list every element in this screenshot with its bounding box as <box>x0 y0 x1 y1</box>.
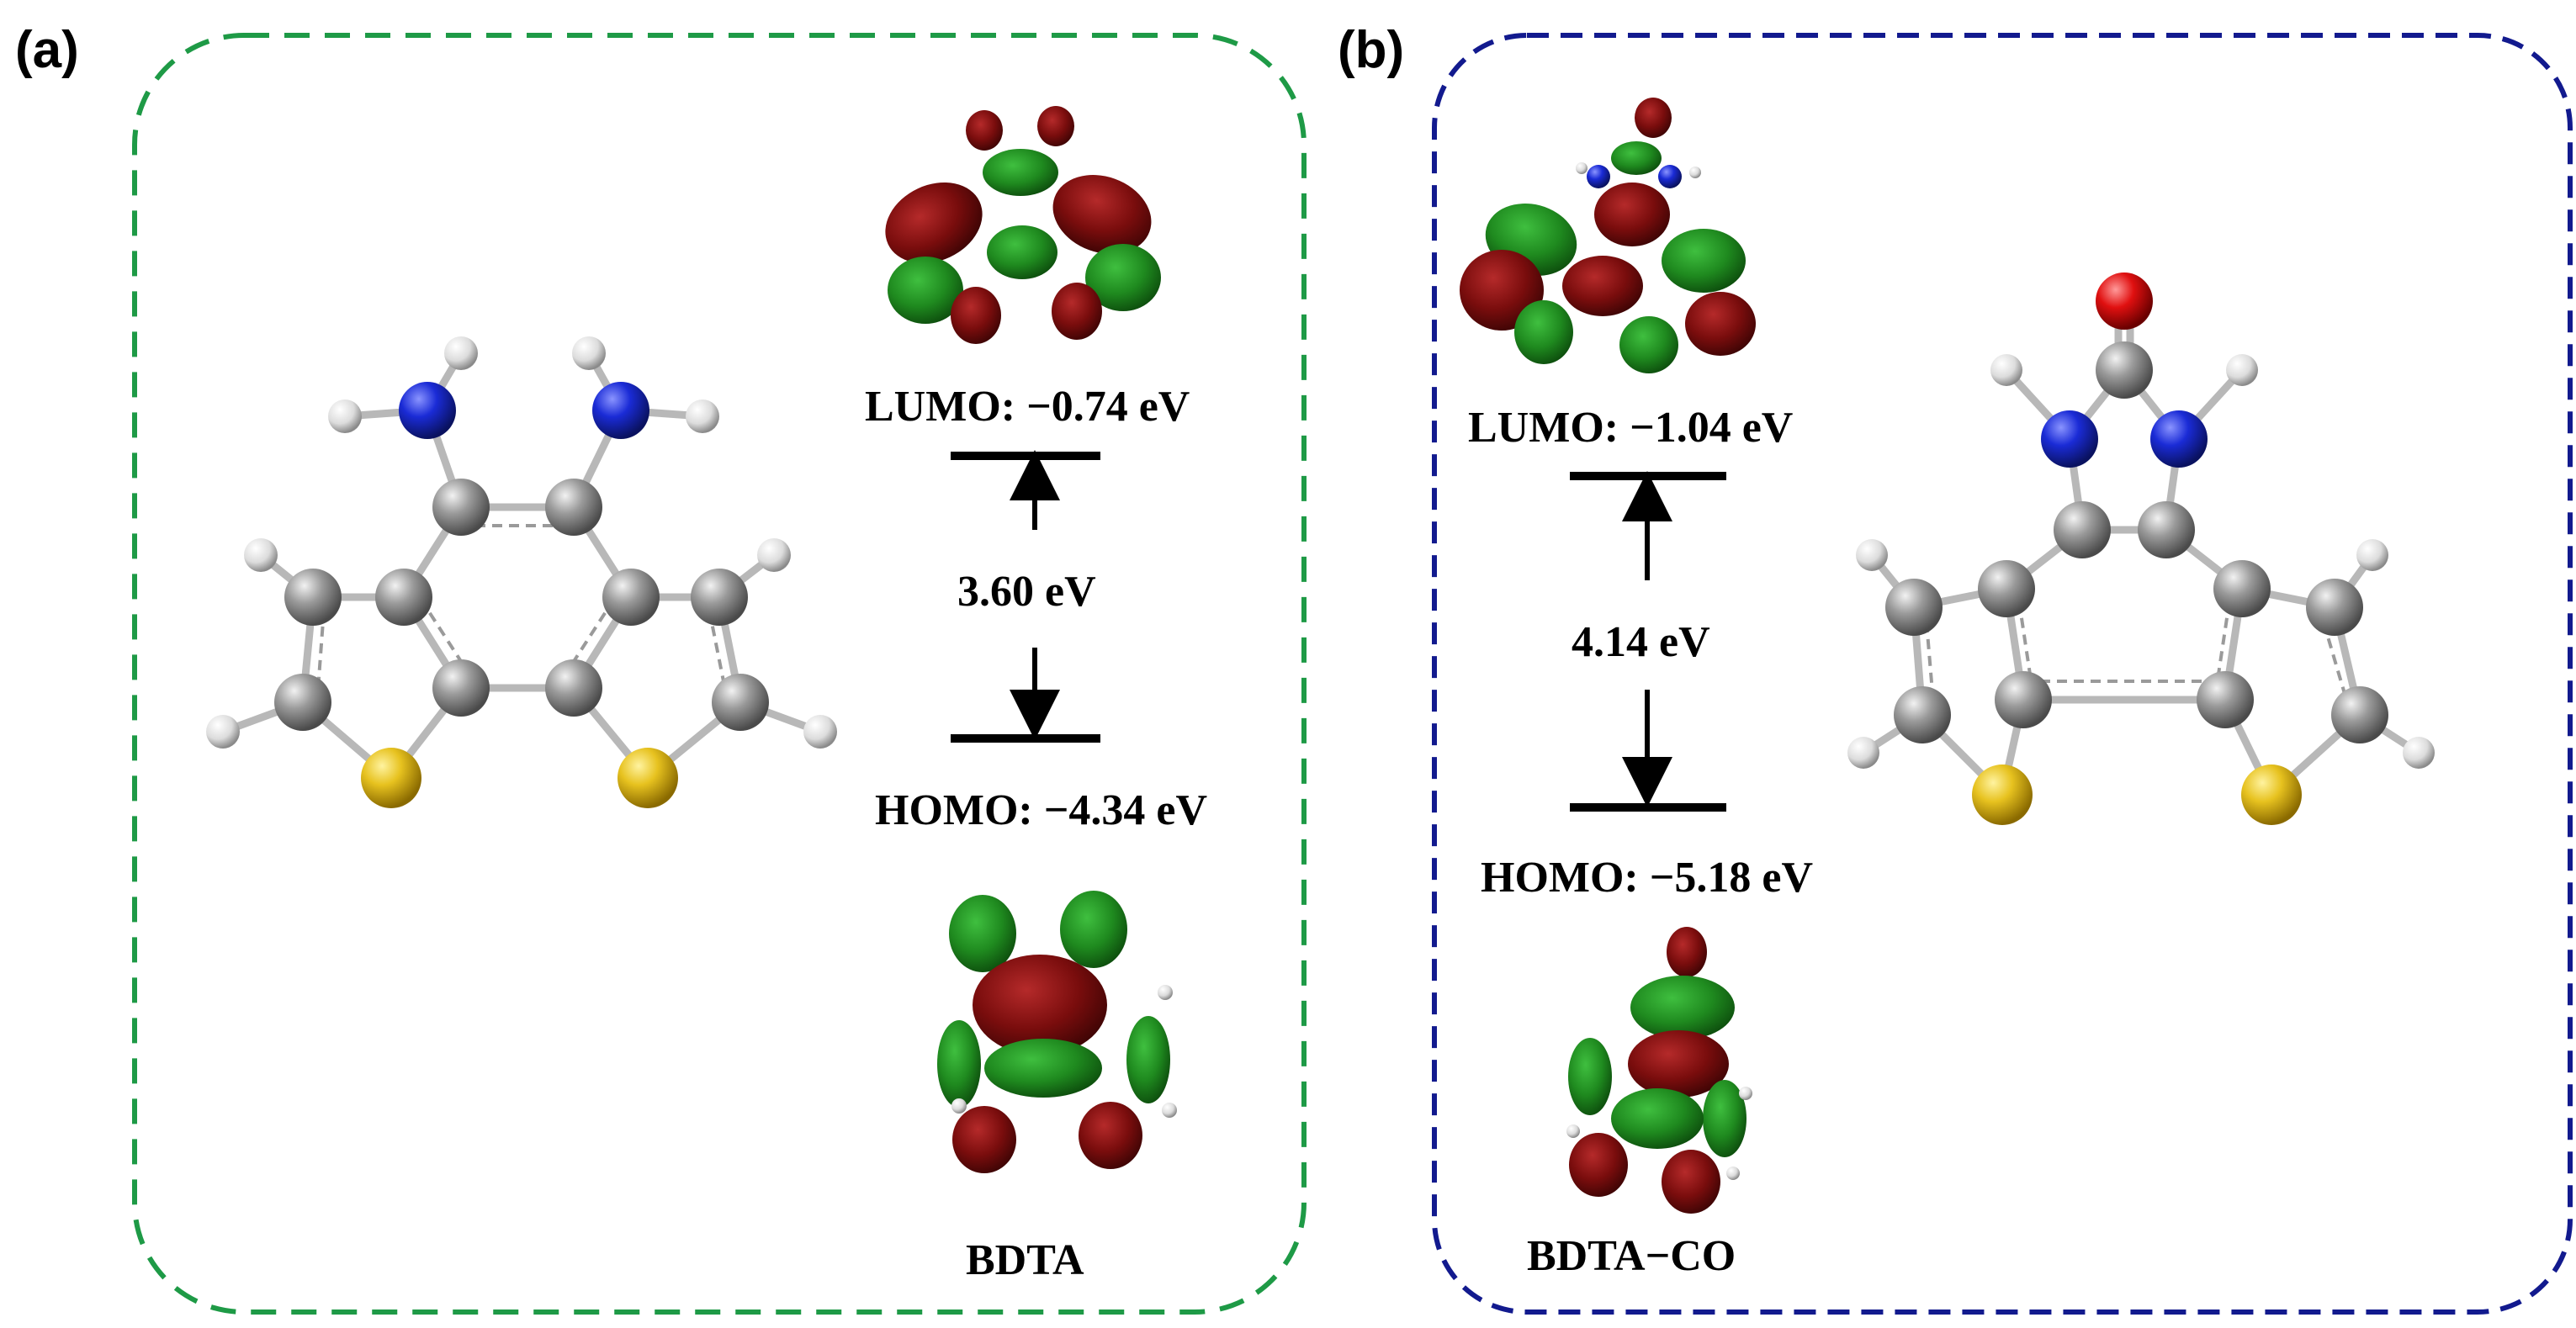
carbon-atom <box>2213 560 2271 617</box>
bdta-atoms <box>206 336 837 808</box>
carbon-atom <box>2331 686 2388 743</box>
carbon-atom <box>691 569 748 626</box>
bdta-molecule <box>206 336 837 808</box>
nitrogen-atom <box>2150 410 2208 468</box>
panel-a: (a) <box>15 21 1307 1315</box>
panel-a-label: (a) <box>15 21 79 79</box>
bdta-gap-label: 3.60 eV <box>957 568 1096 616</box>
hydrogen-atom <box>757 538 791 572</box>
bdta-lumo-label: LUMO: −0.74 eV <box>865 383 1190 431</box>
panel-a-border <box>132 33 1307 1315</box>
bdta-name: BDTA <box>966 1236 1084 1284</box>
carbon-atom <box>432 659 490 717</box>
bdta-co-homo-orbital <box>1566 927 1752 1214</box>
hydrogen-atom <box>572 336 606 370</box>
hydrogen-atom <box>444 336 478 370</box>
nitrogen-atom <box>399 382 456 439</box>
bdta-co-homo-label: HOMO: −5.18 eV <box>1481 854 1813 902</box>
hydrogen-atom <box>1990 354 2022 386</box>
carbon-atom <box>545 479 602 536</box>
carbon-atom <box>2054 501 2111 558</box>
hydrogen-atom <box>1856 539 1888 571</box>
bdta-co-lumo-label: LUMO: −1.04 eV <box>1468 404 1793 452</box>
carbon-atom <box>1894 686 1951 743</box>
bdta-co-name: BDTA−CO <box>1527 1232 1736 1280</box>
carbon-atom <box>2096 341 2153 399</box>
carbon-atom <box>1978 560 2035 617</box>
bdta-co-lumo-orbital <box>1460 98 1756 373</box>
bdta-co-molecule <box>1847 272 2435 825</box>
sulfur-atom <box>2241 765 2302 825</box>
carbon-atom <box>1995 671 2052 728</box>
nitrogen-atom <box>592 382 649 439</box>
carbon-atom <box>274 674 331 731</box>
bdta-homo-orbital <box>937 891 1177 1173</box>
carbon-atom <box>712 674 769 731</box>
bdta-co-gap-label: 4.14 eV <box>1572 618 1710 666</box>
hydrogen-atom <box>1847 737 1879 769</box>
hydrogen-atom <box>2356 539 2388 571</box>
hydrogen-atom <box>206 715 240 749</box>
carbon-atom <box>284 569 342 626</box>
hydrogen-atom <box>328 399 362 433</box>
bdta-lumo-orbital <box>885 106 1161 344</box>
carbon-atom <box>2138 501 2195 558</box>
hydrogen-atom <box>244 538 278 572</box>
bdta-homo-label: HOMO: −4.34 eV <box>875 786 1207 834</box>
carbon-atom <box>545 659 602 717</box>
carbon-atom <box>2306 579 2363 636</box>
panel-b: (b) LUMO: −1.04 eV 4.14 eV HOMO: −5.18 e… <box>1338 21 2573 1315</box>
hydrogen-atom <box>686 399 719 433</box>
oxygen-atom <box>2096 272 2153 330</box>
carbon-atom <box>432 479 490 536</box>
nitrogen-atom <box>2041 410 2098 468</box>
hydrogen-atom <box>2403 737 2435 769</box>
sulfur-atom <box>1972 765 2033 825</box>
hydrogen-atom <box>803 715 837 749</box>
carbon-atom <box>2197 671 2254 728</box>
carbon-atom <box>375 569 432 626</box>
carbon-atom <box>602 569 660 626</box>
carbon-atom <box>1885 579 1943 636</box>
bdta-co-atoms <box>1847 272 2435 825</box>
sulfur-atom <box>361 748 421 808</box>
hydrogen-atom <box>2226 354 2258 386</box>
sulfur-atom <box>617 748 678 808</box>
panel-b-label: (b) <box>1338 21 1404 79</box>
panel-b-border <box>1432 33 2573 1315</box>
